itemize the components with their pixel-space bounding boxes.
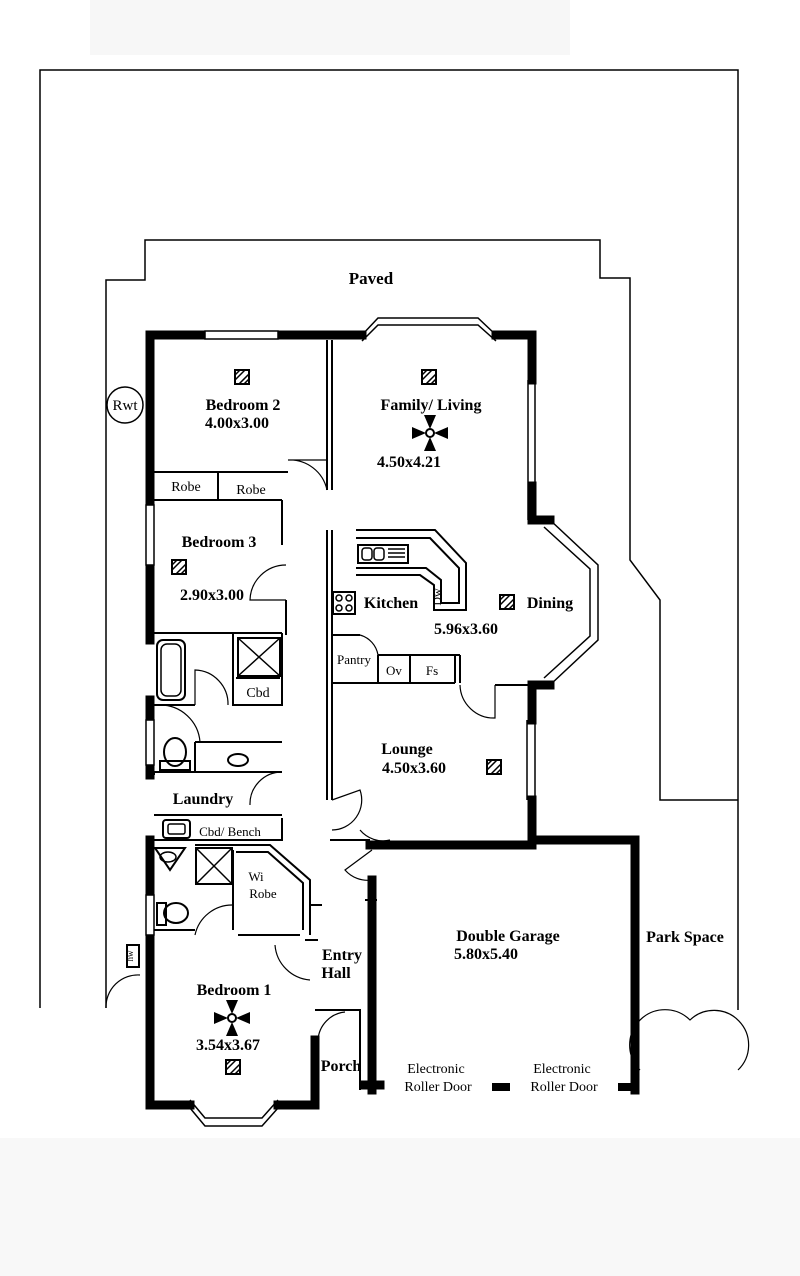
basin-icon: [227, 753, 249, 767]
cooktop-icon: [332, 591, 356, 615]
dining-label: Dining: [527, 595, 573, 612]
double-garage-label: Double Garage: [456, 928, 560, 945]
pantry-label: Pantry: [337, 652, 371, 667]
fixtures: [126, 544, 409, 968]
bedroom1-label: Bedroom 1: [197, 982, 272, 999]
rwt-label: Rwt: [112, 398, 138, 414]
family-size: 4.50x4.21: [377, 454, 441, 471]
roller-door2-line1: Electronic: [533, 1062, 591, 1077]
bedroom2-size: 4.00x3.00: [205, 415, 269, 432]
site-boundary: [39, 69, 739, 1010]
lounge-size: 4.50x3.60: [382, 760, 446, 777]
kitchen-label: Kitchen: [364, 595, 418, 612]
ceiling-fan-icon-bedroom1: [214, 1000, 250, 1036]
entry-label: Entry: [322, 947, 362, 964]
hot-water-icon: [126, 944, 140, 968]
kitchen-sink-icon: [357, 544, 409, 564]
family-label: Family/ Living: [381, 397, 482, 414]
smoke-detector-icons: [171, 369, 515, 1075]
exterior-walls: [145, 317, 640, 1127]
robe2-label: Robe: [236, 483, 266, 498]
dw-label: Dw: [430, 588, 444, 606]
garage-size: 5.80x5.40: [454, 946, 518, 963]
laundry-label: Laundry: [173, 791, 233, 808]
lounge-label: Lounge: [381, 741, 433, 758]
porch-label: Porch: [321, 1058, 362, 1075]
cbd-label: Cbd: [246, 686, 269, 701]
paved-label: Paved: [349, 269, 394, 288]
robe1-label: Robe: [171, 480, 201, 495]
bedroom2-label: Bedroom 2: [206, 397, 281, 414]
shower-icon: [237, 637, 281, 677]
rainwater-tank: [106, 386, 144, 424]
bottom-band: [0, 1138, 800, 1276]
bathtub-icon: [156, 639, 186, 701]
ceiling-fan-icon: [412, 415, 448, 451]
hall-label: Hall: [321, 965, 351, 982]
kitchen-dining-size: 5.96x3.60: [434, 621, 498, 638]
fridge-space-label: Fs: [426, 663, 438, 678]
hw-label: hw: [125, 950, 135, 962]
cbd-bench-label: Cbd/ Bench: [199, 824, 261, 839]
wi-robe-label: Robe: [249, 886, 277, 901]
park-space-label: Park Space: [646, 929, 724, 946]
bedroom3-label: Bedroom 3: [182, 534, 257, 551]
laundry-trough-icon: [162, 819, 191, 839]
bedroom1-size: 3.54x3.67: [196, 1037, 260, 1054]
oven-label: Ov: [386, 663, 402, 678]
ensuite-toilet-icon: [163, 902, 189, 924]
corner-basin-icon: [153, 847, 187, 872]
ensuite-shower-icon: [195, 847, 233, 885]
roller-door1-line1: Electronic: [407, 1062, 465, 1077]
roller-door1-line2: Roller Door: [404, 1080, 472, 1095]
paved-outline: [105, 239, 738, 1008]
toilet-icon: [163, 737, 187, 767]
roller-door2-line2: Roller Door: [530, 1080, 598, 1095]
wi-label: Wi: [248, 869, 264, 884]
top-band: [90, 0, 570, 55]
door-swings: [105, 459, 750, 1071]
interior-walls: [153, 340, 532, 941]
bedroom3-size: 2.90x3.00: [180, 587, 244, 604]
